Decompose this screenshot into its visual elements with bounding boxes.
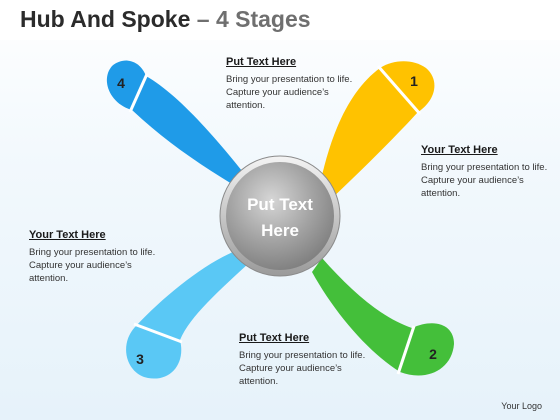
spoke-3-arm: [136, 250, 250, 340]
spoke-4: 4: [106, 60, 246, 184]
hub-core: [226, 162, 334, 270]
callout-right-body: Bring your presentation to life. Capture…: [421, 162, 548, 199]
title-main: Hub And Spoke: [20, 6, 191, 32]
title-bar: [0, 0, 560, 40]
callout-bottom-heading: Put Text Here: [239, 332, 310, 344]
page-title: Hub And Spoke – 4 Stages: [20, 6, 311, 33]
title-sub: 4 Stages: [215, 6, 311, 32]
stage-1-number: 1: [410, 73, 418, 89]
spoke-3: 3: [126, 250, 250, 379]
callout-left: Your Text Here Bring your presentation t…: [29, 229, 159, 285]
spoke-1-separator: [376, 65, 422, 115]
spoke-2-cap: [400, 323, 454, 376]
spoke-4-arm: [132, 76, 246, 184]
footer-logo-text: Your Logo: [501, 401, 542, 411]
callout-top-body: Bring your presentation to life. Capture…: [226, 74, 353, 111]
callout-right-heading: Your Text Here: [421, 144, 498, 156]
hub-label-line1: Put Text: [247, 195, 313, 214]
stage-4-number: 4: [117, 75, 125, 91]
callout-left-body: Bring your presentation to life. Capture…: [29, 247, 156, 284]
callout-bottom: Put Text Here Bring your presentation to…: [239, 332, 369, 388]
spoke-3-separator: [133, 322, 183, 344]
spoke-2: 2: [312, 258, 454, 376]
spoke-2-arm: [312, 258, 412, 372]
spoke-1: 1: [318, 61, 435, 200]
callout-bottom-body: Bring your presentation to life. Capture…: [239, 350, 366, 387]
stage-2-number: 2: [429, 346, 437, 362]
hub-label-line2: Here: [261, 221, 299, 240]
callout-top-heading: Put Text Here: [226, 56, 297, 68]
spoke-1-cap: [380, 61, 435, 112]
callout-left-heading: Your Text Here: [29, 229, 106, 241]
spoke-1-arm: [318, 68, 418, 200]
title-dash: –: [196, 6, 210, 32]
callout-right: Your Text Here Bring your presentation t…: [421, 144, 551, 200]
hub: Put Text Here: [219, 155, 341, 277]
spoke-4-separator: [128, 73, 149, 113]
callout-top: Put Text Here Bring your presentation to…: [226, 56, 356, 112]
stage-3-number: 3: [136, 351, 144, 367]
spoke-3-cap: [126, 326, 182, 379]
spoke-2-separator: [396, 325, 416, 375]
